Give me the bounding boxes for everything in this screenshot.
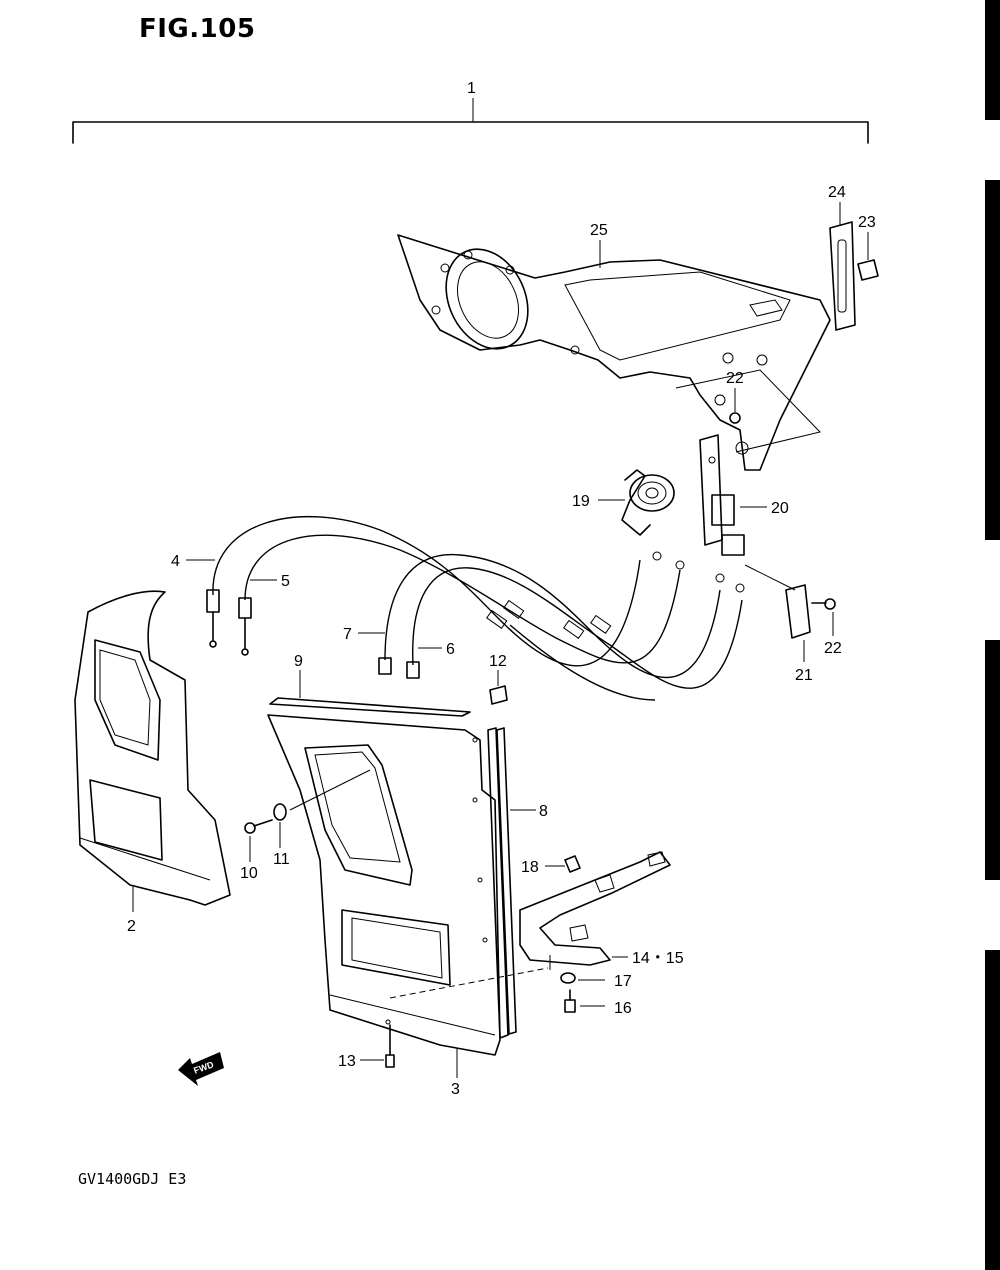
callout-22-upper: 22 [726,370,744,387]
part-17-washer [560,972,605,984]
callout-1: 1 [467,80,476,97]
callout-18: 18 [521,859,539,876]
callout-6: 6 [446,641,455,658]
part-7-cable-end [358,632,392,675]
callout-5: 5 [281,573,290,590]
part-10-screw [244,819,273,862]
callout-24: 24 [828,184,846,201]
part-13-screw [360,1024,395,1068]
fwd-arrow-icon: FWD [178,1052,224,1086]
model-code: GV1400GDJ E3 [78,1170,187,1188]
callout-22-lower: 22 [824,640,842,657]
callout-13: 13 [338,1053,356,1070]
callout-20: 20 [771,500,789,517]
callout-4: 4 [171,553,180,570]
callout-25: 25 [590,222,608,239]
part-24-bracket [829,202,856,331]
callout-16: 16 [614,1000,632,1017]
part-22-screw-lower [811,598,836,636]
part-4-cable-end [186,559,220,648]
callout-10: 10 [240,865,258,882]
callout-9: 9 [294,653,303,670]
callout-17: 17 [614,973,632,990]
control-cables [212,515,745,701]
part-22-screw-upper [729,388,741,424]
callout-8: 8 [539,803,548,820]
part-16-bolt [564,989,605,1013]
callout-2: 2 [127,918,136,935]
part-9-trim-strip [269,670,471,717]
callout-23: 23 [858,214,876,231]
part-8-seal [487,727,536,1039]
callout-14-15: 14・15 [632,950,684,967]
assembly-bracket [72,98,869,144]
part-12-clip [489,670,508,705]
part-20-switch [699,434,767,556]
part-18-nut [545,855,581,873]
callout-19: 19 [572,493,590,510]
callout-3: 3 [451,1081,460,1098]
part-23-clip [857,232,879,281]
part-14-15-bracket [519,851,671,966]
part-5-cable-end [238,579,277,656]
mounting-frame [397,234,831,471]
part-3-inner-panel [267,714,501,1078]
part-6-cable-end [406,647,442,679]
callout-11: 11 [273,851,290,868]
part-11-washer [273,769,371,848]
callout-7: 7 [343,626,352,643]
figure-title: FIG.105 [139,14,256,44]
page-edge-border [985,0,1000,1270]
part-2-side-cover [74,590,231,912]
callout-21: 21 [795,667,813,684]
part-19-motor [598,469,675,536]
part-21-bracket [744,564,811,662]
callout-12: 12 [489,653,507,670]
